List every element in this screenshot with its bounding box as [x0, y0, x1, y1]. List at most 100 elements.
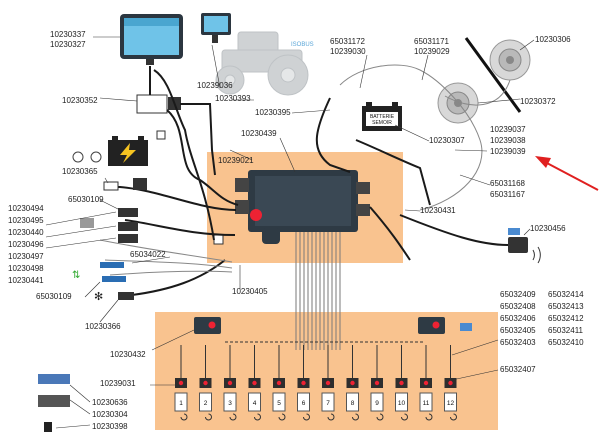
arrows-icon: ⇅	[72, 270, 80, 281]
label-10230306: 10230306	[535, 35, 571, 44]
label-10230304: 10230304	[92, 410, 128, 419]
label-65030109-a: 65030109	[68, 195, 104, 204]
label-10230441: 10230441	[8, 276, 44, 285]
row-sensor-dot	[252, 380, 257, 386]
row-unit: 7	[321, 345, 335, 421]
thin-cables	[99, 64, 511, 276]
row-meter-icon	[248, 392, 261, 412]
row-drive-icon	[303, 413, 310, 421]
label-10239031: 10239031	[100, 379, 136, 388]
label-65032403: 65032403	[500, 338, 536, 347]
label-10230440: 10230440	[8, 228, 44, 237]
row-unit: 9	[370, 345, 384, 421]
label-10230307: 10230307	[429, 136, 465, 145]
label-10230432: 10230432	[110, 350, 146, 359]
label-10230395: 10230395	[255, 108, 291, 117]
row-sensor-dot	[276, 380, 282, 386]
label-10230372: 10230372	[520, 97, 556, 106]
row-unit-number: 8	[351, 400, 355, 407]
seed-drill-icon	[437, 39, 531, 124]
tractor-icon	[215, 31, 309, 96]
ecu-module-icon	[213, 170, 370, 245]
row-module-icon	[194, 317, 445, 334]
label-10239039: 10239039	[490, 147, 526, 156]
tractor-tool-icon-2	[460, 323, 472, 331]
label-65031172: 65031172	[330, 37, 365, 46]
row-unit: 11	[419, 345, 433, 421]
row-drive-icon	[352, 413, 359, 421]
label-65032405: 65032405	[500, 326, 536, 335]
row-meter-icon	[174, 392, 188, 412]
row-unit: 10	[395, 345, 408, 421]
row-unit-number: 3	[228, 400, 232, 407]
cables	[106, 66, 509, 296]
row-meter-icon	[297, 392, 310, 412]
row-sensor-dot	[203, 380, 208, 386]
row-unit-number: 2	[204, 400, 208, 407]
label-10230327: 10230327	[50, 40, 86, 49]
label-65032412: 65032412	[548, 314, 584, 323]
main-harness	[295, 232, 341, 350]
label-65032408: 65032408	[500, 302, 536, 311]
label-65032407: 65032407	[500, 365, 536, 374]
leader-lines	[45, 36, 535, 429]
row-unit: 5	[272, 345, 286, 421]
small-terminal-icon	[201, 13, 231, 43]
row-unit: 6	[297, 345, 310, 421]
label-65032411: 65032411	[548, 326, 583, 335]
label-10230398: 10230398	[92, 422, 128, 431]
row-drive-icon	[278, 413, 286, 421]
row-meter-icon	[395, 392, 408, 412]
row-drive-icon	[401, 413, 408, 421]
row-drive-icon	[327, 413, 335, 421]
row-unit: 4	[248, 345, 261, 421]
row-sensor-dot	[178, 380, 184, 386]
row-sensor-dot	[350, 380, 355, 386]
label-65034022: 65034022	[130, 250, 166, 259]
row-meter-icon	[272, 392, 286, 412]
row-drive-icon	[376, 413, 384, 421]
tractor-tool-icon	[72, 151, 102, 163]
label-10230636: 10230636	[92, 398, 128, 407]
label-65032409: 65032409	[500, 290, 536, 299]
row-unit: 8	[346, 345, 359, 421]
label-65032414: 65032414	[548, 290, 584, 299]
label-10230431: 10230431	[420, 206, 456, 215]
motor-icon	[38, 374, 70, 432]
label-10230456: 10230456	[530, 224, 566, 233]
row-unit: 2	[199, 345, 212, 421]
gps-antenna-icon	[508, 237, 541, 264]
label-10230439: 10230439	[241, 129, 277, 138]
terminal-icon	[120, 14, 183, 65]
label-10239038: 10239038	[490, 136, 526, 145]
label-65031167: 65031167	[490, 190, 525, 199]
label-65030109-b: 65030109	[36, 292, 72, 301]
row-meter-icon	[370, 392, 384, 412]
label-10230352: 10230352	[62, 96, 98, 105]
label-65032413: 65032413	[548, 302, 584, 311]
row-unit-number: 12	[447, 400, 455, 407]
row-sensor-dot	[325, 380, 331, 386]
row-sensor-dot	[227, 380, 233, 386]
label-10230365: 10230365	[62, 167, 98, 176]
label-65032410: 65032410	[548, 338, 584, 347]
row-drive-icon	[229, 413, 237, 421]
row-unit-number: 6	[302, 400, 306, 407]
label-10239030: 10239030	[330, 47, 366, 56]
label-10239037: 10239037	[490, 125, 526, 134]
label-10239021: 10239021	[218, 156, 254, 165]
label-10230495: 10230495	[8, 216, 44, 225]
isobus-label: ISOBUS	[291, 42, 314, 48]
row-meter-icon	[346, 392, 359, 412]
tractor-small-icon	[508, 228, 520, 235]
label-65031168: 65031168	[490, 179, 525, 188]
label-10230498: 10230498	[8, 264, 44, 273]
sensor-icon	[80, 178, 147, 300]
row-unit-number: 7	[326, 400, 330, 407]
row-unit: 3	[223, 345, 237, 421]
power-battery-icon	[108, 136, 148, 166]
pointer-arrow	[535, 156, 599, 191]
